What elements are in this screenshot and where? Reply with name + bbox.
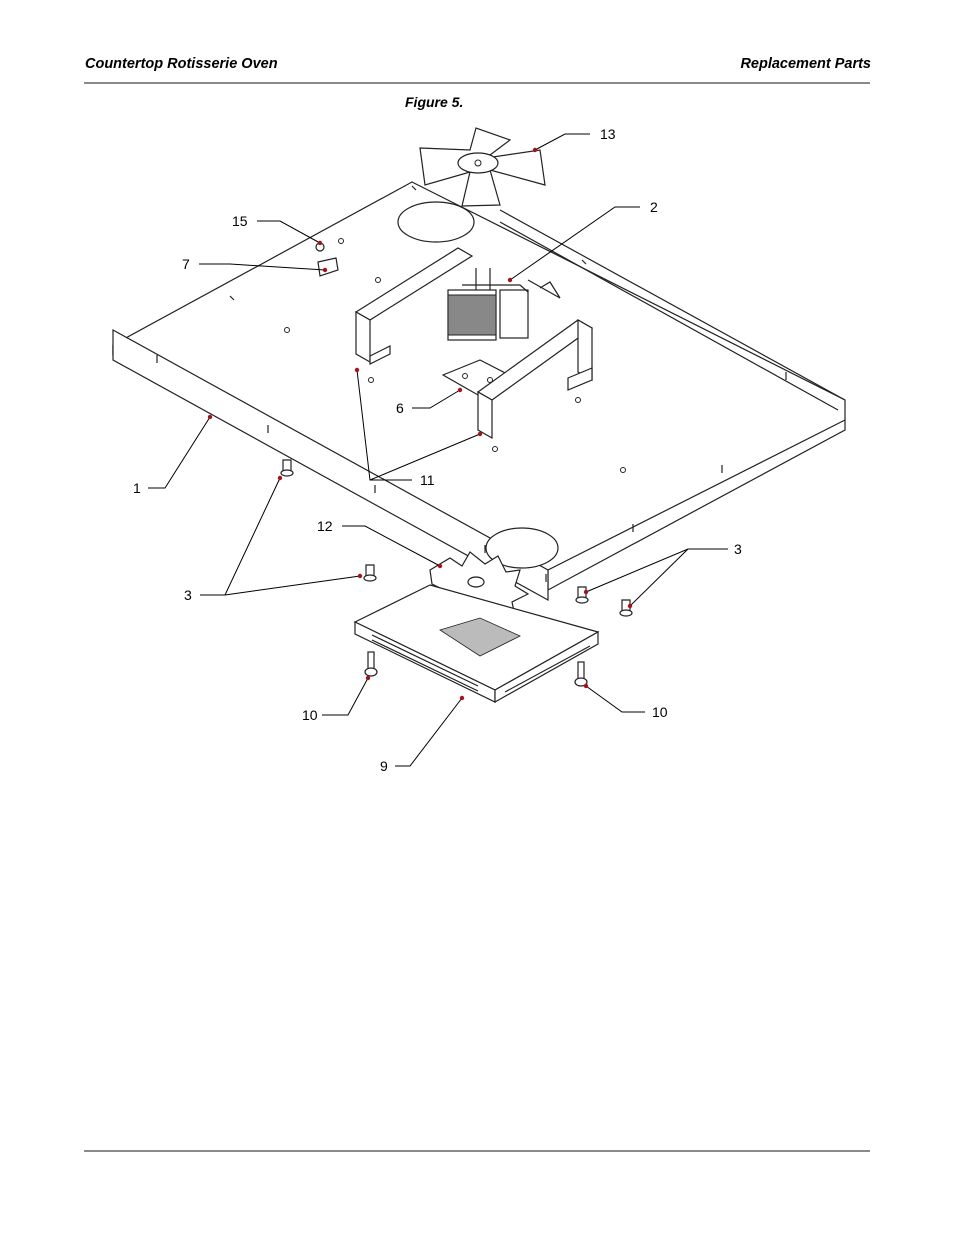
header-rule — [84, 82, 870, 84]
callout-7: 7 — [182, 256, 190, 272]
callout-1: 1 — [133, 480, 141, 496]
fan-guard-9 — [353, 584, 600, 704]
callout-12: 12 — [317, 518, 333, 534]
callout-10-left: 10 — [302, 707, 318, 723]
leader-tips — [207, 147, 633, 701]
callout-13: 13 — [600, 126, 616, 142]
callout-2: 2 — [650, 199, 658, 215]
u-bracket-right-11 — [476, 318, 594, 440]
callout-6: 6 — [396, 400, 404, 416]
callout-10-right: 10 — [652, 704, 668, 720]
leader-lines — [148, 133, 728, 767]
fan-blade-13 — [419, 127, 546, 207]
clip-7 — [317, 257, 339, 277]
callout-3-right: 3 — [734, 541, 742, 557]
callout-labels: 13 2 15 7 6 1 11 12 3 3 10 10 9 — [133, 126, 742, 774]
u-bracket-left-11 — [354, 247, 474, 365]
callout-15: 15 — [232, 213, 248, 229]
screw-10-group — [364, 651, 588, 687]
document-title: Countertop Rotisserie Oven — [85, 56, 278, 72]
foot-3-group — [280, 459, 633, 617]
footer-rule — [84, 1150, 870, 1152]
motor-2 — [447, 268, 561, 341]
callout-3-left: 3 — [184, 587, 192, 603]
callout-11: 11 — [420, 472, 435, 488]
callout-9: 9 — [380, 758, 388, 774]
section-title: Replacement Parts — [740, 56, 871, 72]
figure-caption: Figure 5. — [405, 94, 464, 110]
